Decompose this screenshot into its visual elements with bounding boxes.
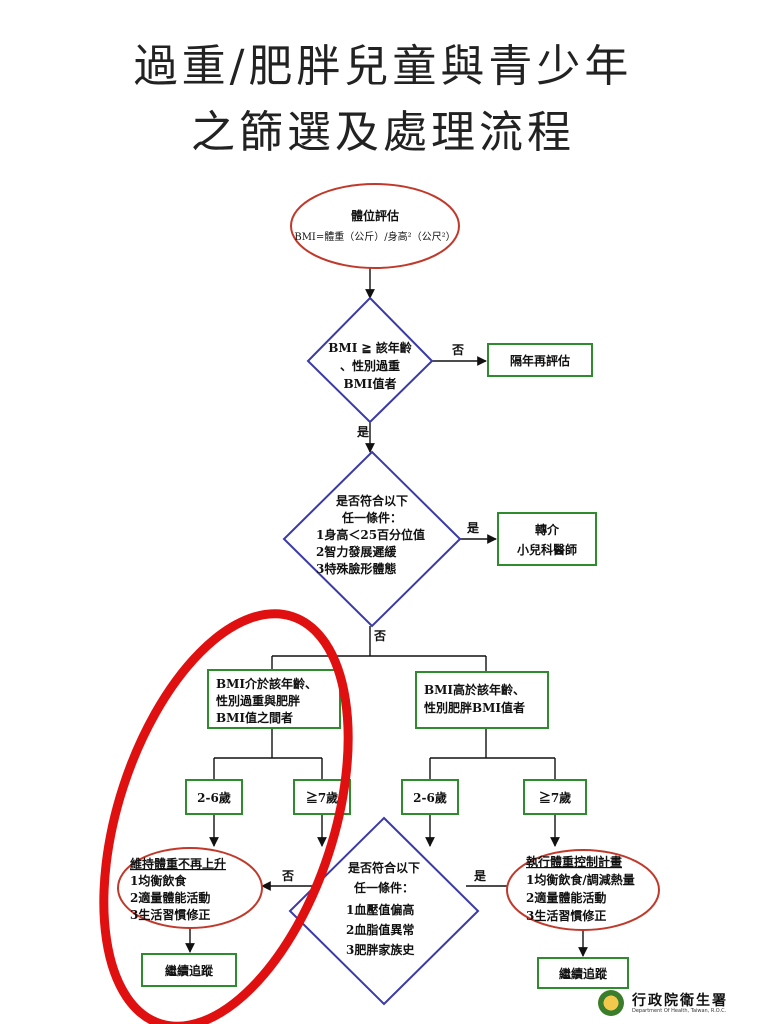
decision-referral-criteria: 是否符合以下 任一條件： 1身高＜25百分位值 2智力發展遲緩 3特殊臉形體態 xyxy=(282,450,462,628)
age-mid-7-label: ≧7歲 xyxy=(306,790,338,805)
bmi-mid-box: BMI介於該年齡、 性別過重與肥胖 BMI值之間者 xyxy=(207,669,341,729)
control-line3: 2適量體能活動 xyxy=(526,890,606,905)
bmi-mid-line2: 性別過重與肥胖 xyxy=(215,693,300,708)
d3-line5: 3肥胖家族史 xyxy=(346,942,415,957)
bmi-high-line2: 性別肥胖BMI值者 xyxy=(423,700,525,715)
bmi-mid-line1: BMI介於該年齡、 xyxy=(216,676,317,691)
control-line4: 3生活習慣修正 xyxy=(526,908,606,923)
age-mid-2-6-box: 2-6歲 xyxy=(185,779,243,815)
seal-icon xyxy=(598,990,624,1016)
bmi-high-line1: BMI高於該年齡、 xyxy=(424,682,525,697)
edge-label-d3-no: 否 xyxy=(281,869,294,883)
d2-line5: 3特殊臉形體態 xyxy=(316,561,396,576)
reassess-label: 隔年再評估 xyxy=(510,353,570,368)
reassess-box: 隔年再評估 xyxy=(487,343,593,377)
edge-label-d3-yes: 是 xyxy=(473,869,487,883)
page-title-line2: 之篩選及處理流程 xyxy=(191,107,575,158)
edge-label-d1-yes: 是 xyxy=(356,425,370,439)
follow-left-label: 繼續追蹤 xyxy=(165,963,214,978)
control-line1: 執行體重控制計畫 xyxy=(526,854,622,869)
follow-right-label: 繼續追蹤 xyxy=(559,966,608,981)
maintain-line3: 2適量體能活動 xyxy=(130,890,210,905)
d2-line2: 任一條件： xyxy=(341,510,402,525)
d3-line4: 2血脂值異常 xyxy=(346,922,414,937)
bmi-high-box: BMI高於該年齡、 性別肥胖BMI值者 xyxy=(415,671,549,729)
edge-label-d2-no: 否 xyxy=(373,629,386,643)
referral-box: 轉介 小兒科醫師 xyxy=(497,512,597,566)
assessment-oval: 體位評估 BMI=體重（公斤）/身高²（公尺²） xyxy=(290,183,460,269)
edge-label-d2-yes: 是 xyxy=(466,521,480,535)
maintain-oval: 維持體重不再上升 1均衡飲食 2適量體能活動 3生活習慣修正 xyxy=(117,847,263,929)
referral-line2: 小兒科醫師 xyxy=(517,542,577,557)
control-oval: 執行體重控制計畫 1均衡飲食/調減熱量 2適量體能活動 3生活習慣修正 xyxy=(506,849,660,931)
org-sub: Department Of Health, Taiwan, R.O.C. xyxy=(632,1008,727,1014)
bmi-mid-line3: BMI值之間者 xyxy=(216,710,293,725)
follow-right-box: 繼續追蹤 xyxy=(537,957,629,989)
assessment-title: 體位評估 xyxy=(351,208,399,223)
follow-left-box: 繼續追蹤 xyxy=(141,953,237,987)
page-title-line1: 過重/肥胖兒童與青少年 xyxy=(133,41,633,92)
age-high-7-label: ≧7歲 xyxy=(539,790,571,805)
maintain-line2: 1均衡飲食 xyxy=(130,873,187,888)
d2-line4: 2智力發展遲緩 xyxy=(316,544,397,559)
d1-line1: BMI ≧ 該年齡 xyxy=(328,340,411,355)
age-high-2-6-label: 2-6歲 xyxy=(413,790,447,805)
decision-risk-factors: 是否符合以下 任一條件： 1血壓值偏高 2血脂值異常 3肥胖家族史 xyxy=(288,816,480,1006)
org-name: 行政院衛生署 xyxy=(632,993,728,1009)
d3-line1: 是否符合以下 xyxy=(347,860,420,875)
d1-line2: 、性別過重 xyxy=(340,358,400,373)
age-mid-2-6-label: 2-6歲 xyxy=(197,790,231,805)
referral-line1: 轉介 xyxy=(535,522,560,537)
control-line2: 1均衡飲食/調減熱量 xyxy=(526,872,635,887)
age-high-2-6-box: 2-6歲 xyxy=(401,779,459,815)
d2-line1: 是否符合以下 xyxy=(335,493,408,508)
d1-line3: BMI值者 xyxy=(343,376,396,391)
maintain-line4: 3生活習慣修正 xyxy=(130,907,210,922)
assessment-formula: BMI=體重（公斤）/身高²（公尺²） xyxy=(294,230,455,243)
edge-label-d1-no: 否 xyxy=(451,343,464,357)
decision-overweight-bmi: BMI ≧ 該年齡 、性別過重 BMI值者 xyxy=(306,296,434,424)
d3-line3: 1血壓值偏高 xyxy=(346,902,414,917)
age-high-7-box: ≧7歲 xyxy=(523,779,587,815)
d2-line3: 1身高＜25百分位值 xyxy=(316,527,425,542)
maintain-line1: 維持體重不再上升 xyxy=(130,856,226,871)
footer-logo: 行政院衛生署 Department Of Health, Taiwan, R.O… xyxy=(598,990,758,1018)
d3-line2: 任一條件： xyxy=(353,880,414,895)
